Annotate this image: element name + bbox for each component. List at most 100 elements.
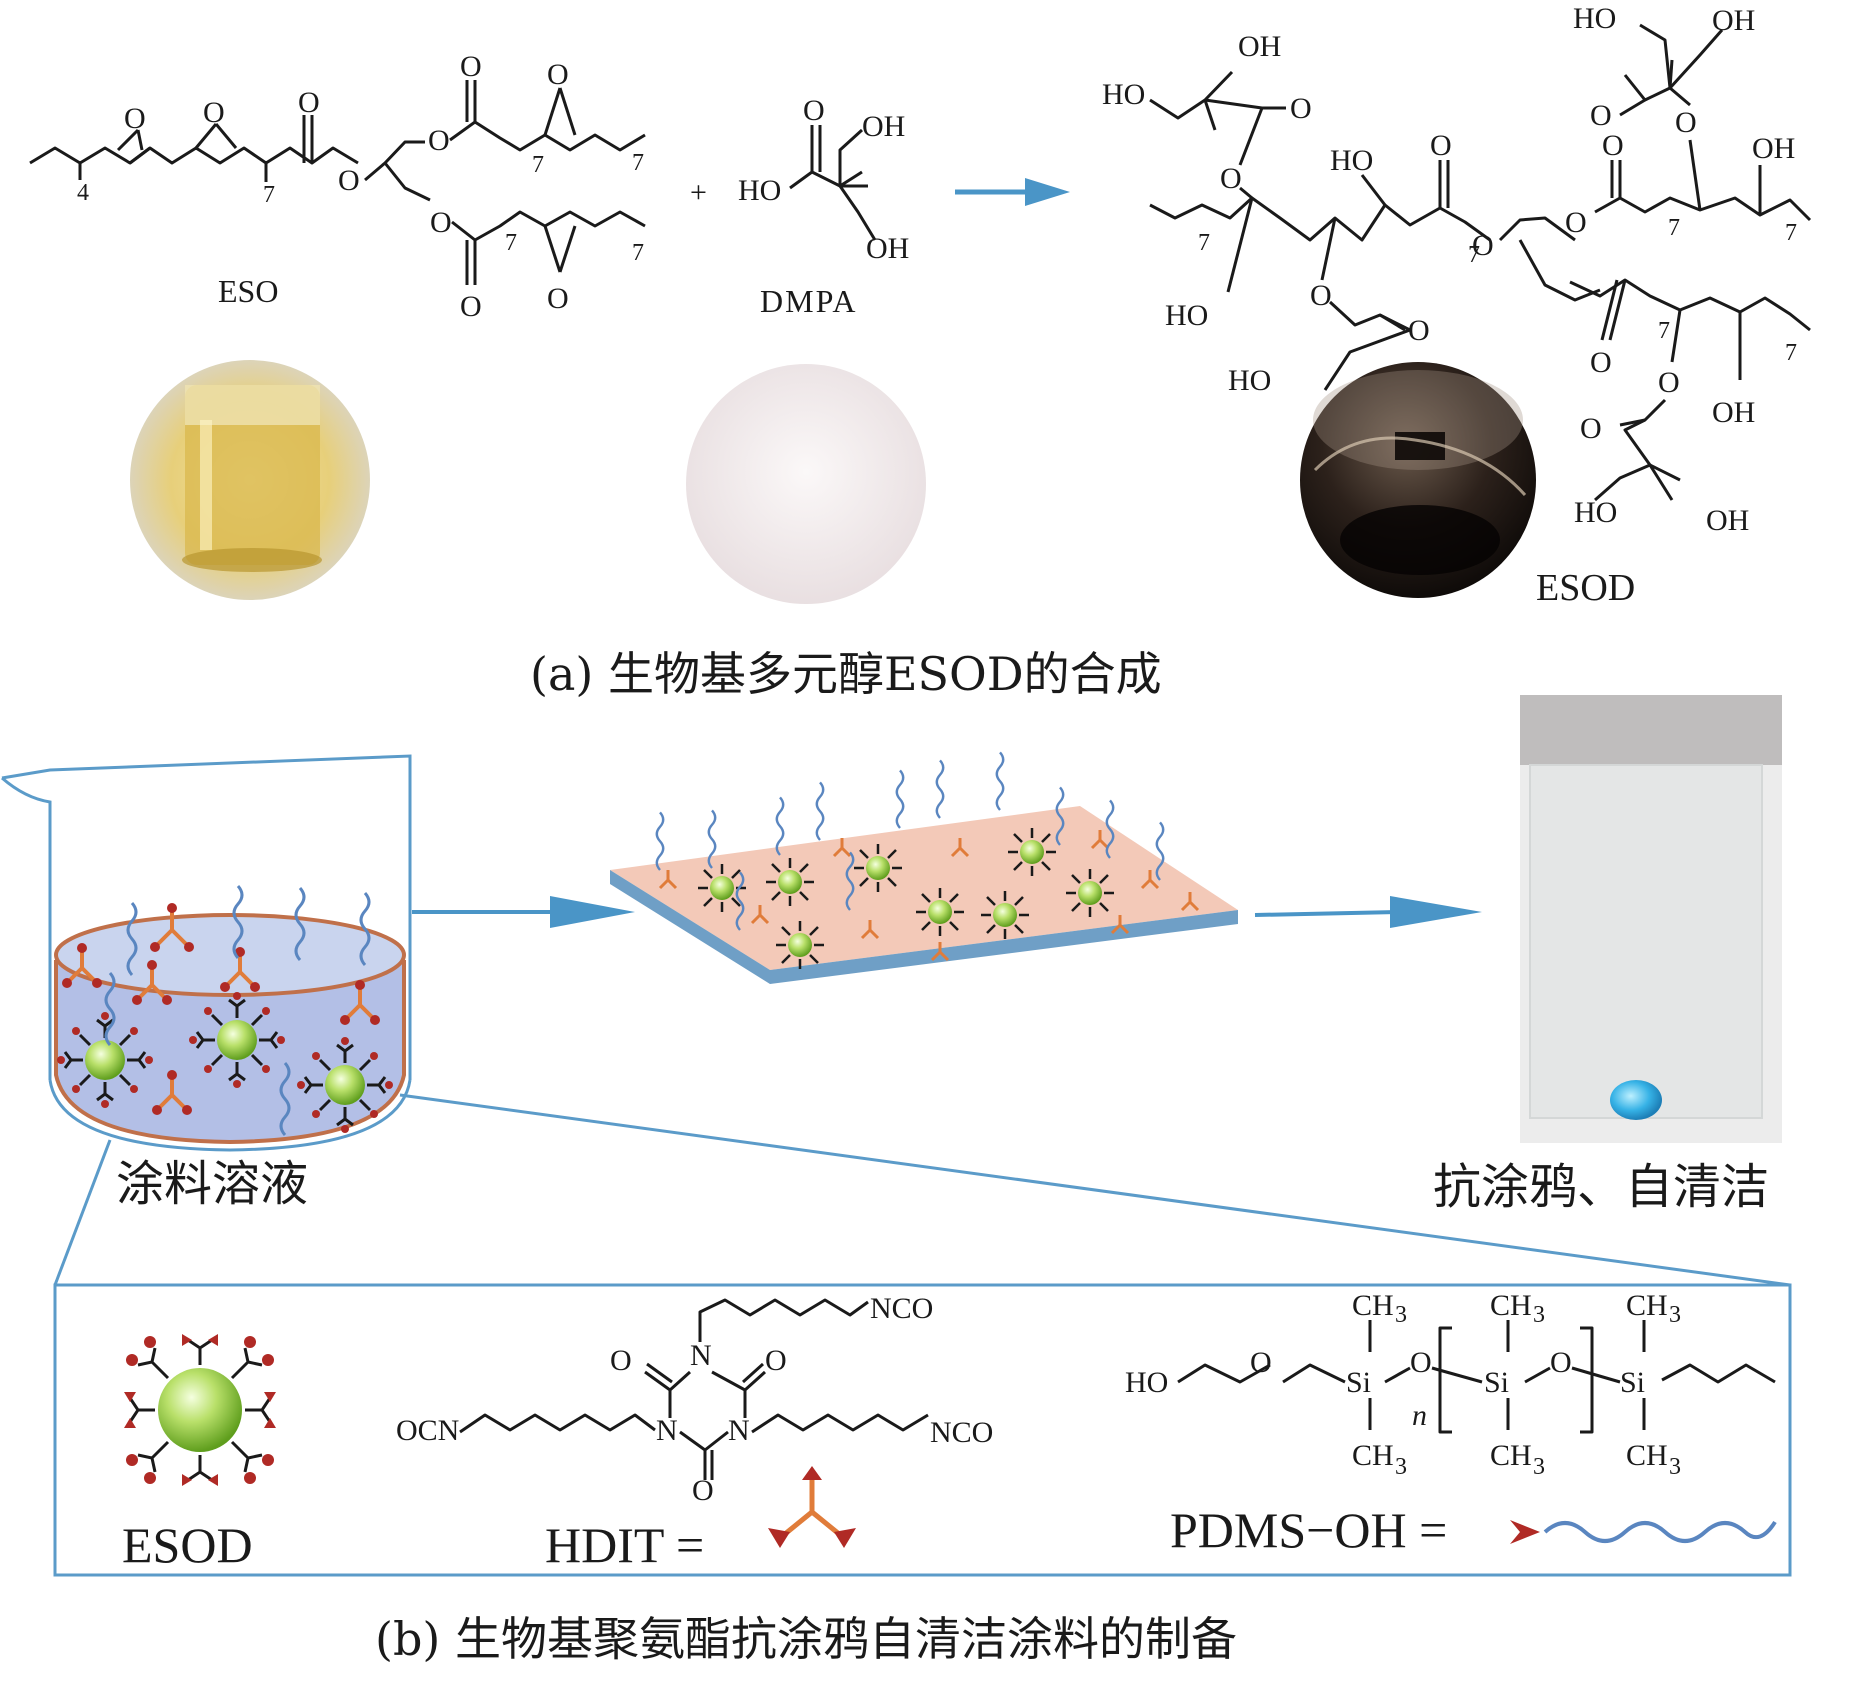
esod-photo	[1300, 362, 1536, 598]
dmpa-label: DMPA	[760, 283, 858, 319]
hdit-ocn: OCN	[396, 1414, 459, 1447]
pdms-o-1: O	[1410, 1346, 1432, 1379]
esod-oh-5: OH	[1712, 4, 1755, 37]
legend-esod-label: ESOD	[122, 1517, 253, 1573]
esod-ho-5: HO	[1573, 2, 1616, 35]
eso-ester-o-1: O	[338, 164, 360, 197]
legend-pdms-label: PDMS−OH =	[1170, 1502, 1447, 1558]
eso-subscript-7e: 7	[632, 240, 644, 266]
eso-label: ESO	[218, 273, 278, 309]
pdms-n-repeat: n	[1412, 1399, 1427, 1432]
legend-hdit-label: HDIT =	[545, 1517, 704, 1573]
hdit-o-left: O	[610, 1344, 632, 1377]
eso-carbonyl-o-2: O	[460, 50, 482, 83]
esod-oh-1: OH	[1238, 30, 1281, 63]
dmpa-oh-top: OH	[862, 110, 905, 143]
pdms-ch3-2: CH	[1352, 1439, 1394, 1472]
pdms-ch3-6: CH	[1626, 1439, 1668, 1472]
eso-subscript-7c: 7	[632, 150, 644, 176]
process-arrow-2	[1254, 896, 1482, 928]
esod-oh-6: OH	[1752, 132, 1795, 165]
esod-ho-3: HO	[1330, 144, 1373, 177]
eso-ester-o-2: O	[428, 124, 450, 157]
pdms-ch3-5: CH	[1626, 1289, 1668, 1322]
esod-carbonyl-o-2: O	[1408, 314, 1430, 347]
eso-carbonyl-o-3: O	[460, 290, 482, 323]
eso-subscript-4: 4	[77, 180, 89, 206]
esod-photo-label: ESOD	[1536, 567, 1635, 609]
esod-ester-o-1: O	[1220, 162, 1242, 195]
esod-carbonyl-o-4: O	[1602, 129, 1624, 162]
pdms-o-2: O	[1550, 1346, 1572, 1379]
panel-a-caption: (a) 生物基多元醇ESOD的合成	[530, 647, 1162, 701]
film-hdit-molecules	[658, 830, 1200, 962]
panel-b-caption: (b) 生物基聚氨酯抗涂鸦自清洁涂料的制备	[375, 1612, 1237, 1666]
reaction-arrow	[955, 178, 1070, 206]
esod-carbonyl-o-1: O	[1290, 92, 1312, 125]
plus-sign: +	[690, 176, 707, 209]
pdms-ch3-1: CH	[1352, 1289, 1394, 1322]
eso-epoxide-o-4: O	[547, 282, 569, 315]
esod-ho-2: HO	[1165, 299, 1208, 332]
beaker-esod-particle-2	[189, 992, 285, 1088]
esod-ho-4: HO	[1228, 364, 1271, 397]
hdit-nco-top: NCO	[870, 1292, 933, 1325]
esod-structure: OH HO O O 7 HO HO O O HO OH O	[1102, 2, 1812, 537]
esod-carbonyl-o-6: O	[1590, 346, 1612, 379]
esod-oh-7: OH	[1706, 504, 1749, 537]
pdms-si-1: Si	[1346, 1366, 1371, 1399]
pdms-si-2: Si	[1484, 1366, 1509, 1399]
legend-pdms-icon	[1510, 1520, 1777, 1544]
beaker-hdit-tips	[62, 903, 380, 1115]
eso-subscript-7a: 7	[263, 182, 275, 208]
hdit-n-left: N	[656, 1414, 678, 1447]
esod-ester-o-3: O	[1472, 229, 1494, 262]
esod-ester-o-2: O	[1310, 279, 1332, 312]
eso-structure: 4 O O 7 O O O O 7 O 7 O	[29, 50, 646, 323]
beaker-hdit-molecules	[68, 912, 374, 1109]
esod-ester-o-4: O	[1565, 206, 1587, 239]
pdms-ch3-4: CH	[1490, 1439, 1532, 1472]
dmpa-structure: HO O OH OH	[738, 94, 909, 265]
esod-ho-1: HO	[1102, 78, 1145, 111]
esod-ester-o-5: O	[1675, 106, 1697, 139]
hdit-n-top: N	[690, 1339, 712, 1372]
result-label: 抗涂鸦、自清洁	[1433, 1159, 1769, 1215]
result-photo	[1520, 695, 1782, 1143]
eso-epoxide-o-3: O	[547, 58, 569, 91]
hdit-n-right: N	[728, 1414, 750, 1447]
zoom-lines	[53, 1093, 1791, 1287]
dmpa-ho-left: HO	[738, 174, 781, 207]
esod-oh-8: OH	[1712, 396, 1755, 429]
esod-carbonyl-o-5: O	[1590, 99, 1612, 132]
pdms-ho: HO	[1125, 1366, 1168, 1399]
eso-photo	[130, 360, 370, 600]
esod-subscript-7f: 7	[1785, 340, 1797, 366]
coated-film	[610, 806, 1238, 984]
esod-subscript-7c: 7	[1668, 215, 1680, 241]
esod-carbonyl-o-7: O	[1580, 412, 1602, 445]
pdms-sub3-4: 3	[1533, 1454, 1545, 1480]
hdit-structure: OCN N N N O O O NCO NCO	[396, 1292, 993, 1507]
beaker-esod-particle-3	[297, 1037, 393, 1133]
esod-subscript-7e: 7	[1658, 318, 1670, 344]
dmpa-carbonyl-o: O	[803, 94, 825, 127]
pdms-sub3-1: 3	[1395, 1302, 1407, 1328]
pdms-sub3-2: 3	[1395, 1454, 1407, 1480]
hdit-nco-right: NCO	[930, 1416, 993, 1449]
solution-label: 涂料溶液	[116, 1156, 308, 1212]
pdms-sub3-3: 3	[1533, 1302, 1545, 1328]
eso-subscript-7d: 7	[505, 230, 517, 256]
process-arrow-1	[412, 896, 635, 928]
legend-hdit-icon	[768, 1466, 856, 1548]
esod-subscript-7b: 7	[1468, 242, 1480, 268]
pdms-o-ether: O	[1250, 1346, 1272, 1379]
panel-a: 4 O O 7 O O O O 7 O 7 O	[29, 2, 1812, 701]
dmpa-oh-bottom: OH	[866, 232, 909, 265]
hdit-o-right: O	[765, 1344, 787, 1377]
beaker-esod-particle-1	[57, 1012, 153, 1108]
pdms-si-3: Si	[1620, 1366, 1645, 1399]
hdit-o-bottom: O	[692, 1474, 714, 1507]
eso-ester-o-3: O	[430, 206, 452, 239]
